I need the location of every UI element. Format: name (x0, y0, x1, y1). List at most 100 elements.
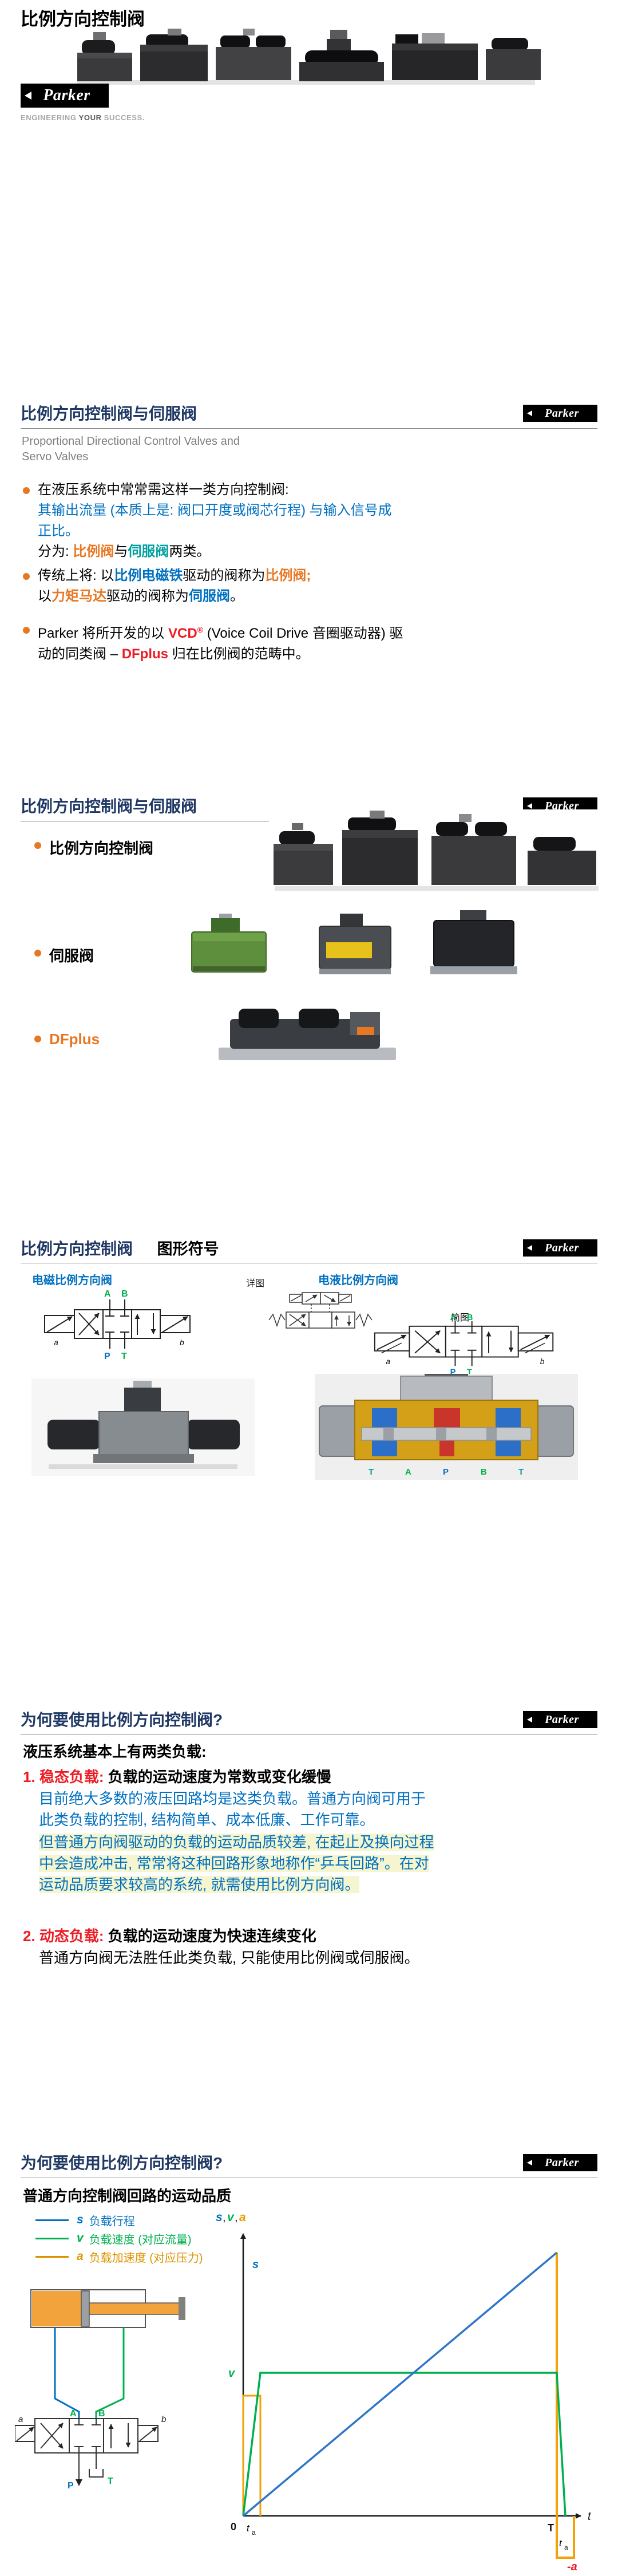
solenoid-label-b: b (540, 1357, 545, 1366)
y-axis-label-s: s (216, 2211, 223, 2224)
list-item-proportional-valves: 比例方向控制阀 (33, 837, 153, 858)
port-label-A: A (104, 1289, 111, 1299)
motion-quality-chart: s , v , a s v 0 t a T t t a -a (216, 2211, 592, 2573)
cutaway-port-label: B (481, 1467, 487, 1477)
parker-logo-text: Parker (545, 406, 579, 420)
text-segment: 伺服阀 (128, 544, 169, 559)
ta-end-label: t (559, 2538, 562, 2549)
y-axis-label-v: v (227, 2211, 235, 2224)
motion-quality-subtitle: 普通方向控制阀回路的运动品质 (23, 2187, 232, 2204)
text-segment: 驱动的阀称为 (183, 568, 266, 583)
cutaway-port-label: T (369, 1467, 374, 1477)
item-text: 负载的运动速度为快速连续变化 (104, 1927, 316, 1945)
parker-logo-text: Parker (545, 1713, 579, 1726)
cutaway-port-label: T (518, 1467, 524, 1477)
cutaway-port-label: P (443, 1467, 449, 1477)
parker-logo-text: Parker (545, 799, 579, 812)
text-segment: 传统上将: 以 (38, 568, 114, 583)
valve-photo-item (274, 823, 333, 885)
parker-logo: Parker (523, 1239, 597, 1257)
text-segment: VCD (168, 626, 197, 641)
subtitle-line: Servo Valves (22, 451, 89, 463)
parker-arrow-icon (527, 803, 532, 809)
piston-rod (89, 2302, 180, 2315)
s-line-sample-icon (35, 2219, 69, 2221)
item-number-label: 2. 动态负载: (23, 1927, 104, 1945)
hydraulic-circuit-diagram: a b A B P T (15, 2289, 185, 2491)
cutaway-port-label: A (405, 1467, 411, 1477)
s-curve (242, 2251, 558, 2517)
slide5-heading: 为何要使用比例方向控制阀? (21, 1711, 223, 1729)
text-segment: 以 (38, 588, 52, 604)
legend-symbol: s (77, 2213, 84, 2226)
bullet-icon (23, 487, 30, 494)
neg-a-label: -a (567, 2561, 577, 2573)
label-solenoid-prop-valve: 电磁比例方向阀 (32, 1274, 112, 1287)
steady-load-paragraph-2: 但普通方向阀驱动的负载的运动品质较差, 在起止及换向过程中会造成冲击, 常常将这… (39, 1832, 439, 1895)
slide6-heading: 为何要使用比例方向控制阀? (21, 2154, 223, 2172)
valve-cutaway-image: T A P B T (315, 1374, 578, 1480)
valve-photo-item (216, 29, 291, 80)
text-segment: 分为: (38, 544, 73, 559)
slide4-heading: 比例方向控制阀 (21, 1240, 133, 1258)
text-segment: 驱动的阀称为 (106, 588, 189, 604)
parker-logo: Parker (523, 1711, 597, 1728)
text-segment: DFplus (121, 646, 169, 662)
text-segment: 其输出流量 (本质上是: 阀口开度或阀芯行程) 与输入信号成正比。 (38, 503, 392, 539)
port-label-A: A (450, 1313, 457, 1322)
text-segment: Parker 将所开发的以 (38, 626, 169, 641)
slide5-header: 为何要使用比例方向控制阀? Parker (21, 1708, 597, 1735)
text-segment: 比例阀; (265, 568, 311, 583)
bullet-icon (34, 950, 41, 957)
v-curve (242, 2372, 566, 2516)
subtitle-line: Proportional Directional Control Valves … (22, 435, 240, 448)
load-types-intro: 液压系统基本上有两类负载: (23, 1743, 207, 1760)
legend-symbol: a (77, 2250, 84, 2263)
text-segment: 比例电磁铁 (114, 568, 183, 583)
bullet-icon (23, 573, 30, 580)
proportional-valve-photo (31, 1378, 255, 1476)
parker-arrow-icon (527, 2160, 532, 2166)
text-segment: 在液压系统中常常需这样一类方向控制阀: (38, 482, 289, 497)
port-label-T: T (108, 2476, 113, 2486)
y-axis-comma: , (235, 2211, 238, 2224)
servo-valve-photo-black (428, 909, 520, 977)
bullet-point-3: Parker 将所开发的以 VCD® (Voice Coil Drive 音圈驱… (22, 619, 404, 665)
valve-photo-item (140, 29, 208, 81)
dynamic-load-item: 2. 动态负载: 负载的运动速度为快速连续变化 (23, 1925, 316, 1946)
a-curve-decel-pulse (556, 2253, 575, 2559)
slide2-subtitle: Proportional Directional Control Valves … (22, 434, 240, 465)
label-simple-view: 简图 (451, 1313, 470, 1323)
y-axis-comma: , (223, 2211, 226, 2224)
parker-arrow-icon (527, 1245, 532, 1251)
legend-text: 负载行程 (89, 2215, 135, 2228)
bullet-icon (23, 627, 30, 634)
port-label-P: P (104, 1352, 110, 1361)
registered-mark: ® (197, 625, 204, 634)
list-item-label: 比例方向控制阀 (49, 840, 154, 857)
list-item-label: 伺服阀 (49, 947, 94, 965)
legend-item-velocity: v 负载速度 (对应流量) (35, 2229, 203, 2247)
x-axis-label-t: t (588, 2510, 592, 2523)
text-segment: 与 (114, 544, 128, 559)
v-level-label: v (228, 2367, 236, 2380)
a-line-sample-icon (35, 2255, 69, 2258)
proportional-valves-photo (269, 809, 607, 904)
parker-arrow-icon (25, 92, 31, 100)
brand-tagline: ENGINEERING YOUR SUCCESS. (21, 113, 145, 122)
parker-logo-text: Parker (545, 2156, 579, 2169)
slide2-header: 比例方向控制阀与伺服阀 Parker (21, 402, 597, 429)
bullet-point-2: 传统上将: 以比例电磁铁驱动的阀称为比例阀; 以力矩马达驱动的阀称为伺服阀。 (22, 566, 404, 607)
a-curve-accel-pulse (242, 2395, 262, 2516)
y-axis-label-a: a (239, 2211, 246, 2224)
bullet-point-1: 在液压系统中常常需这样一类方向控制阀: 其输出流量 (本质上是: 阀口开度或阀芯… (22, 480, 404, 562)
legend-symbol: v (77, 2231, 84, 2245)
document-title: 比例方向控制阀 (21, 9, 145, 29)
ta-end-sub: a (564, 2543, 568, 2551)
T-label: T (548, 2522, 554, 2534)
valve-photo-item (431, 814, 516, 885)
valve-photo-item (392, 33, 478, 80)
port-label-B: B (121, 1289, 128, 1299)
text-segment: 归在比例阀的范畴中。 (168, 646, 310, 662)
